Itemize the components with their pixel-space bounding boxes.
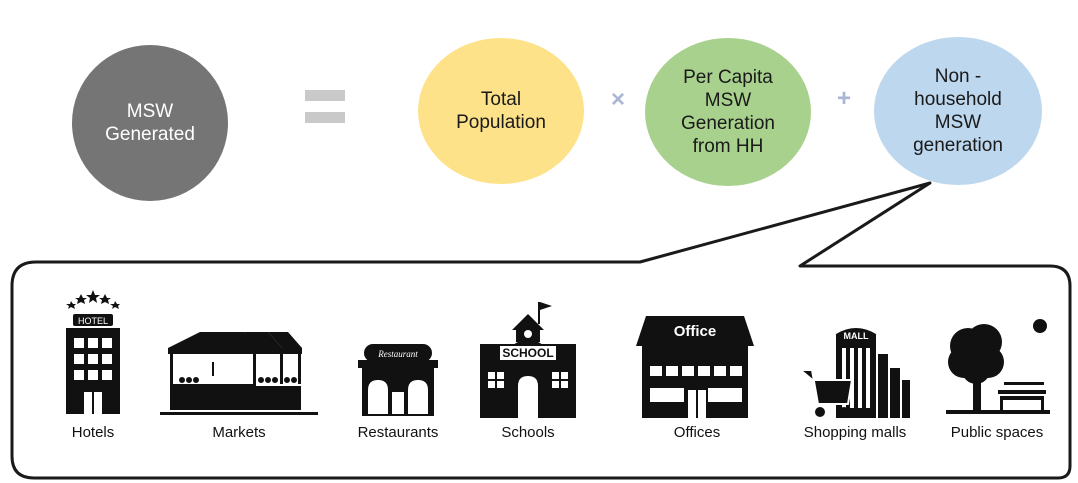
shopping-mall-icon: MALL (802, 328, 910, 418)
school-icon: SCHOOL (480, 302, 576, 418)
label-offices: Offices (673, 424, 721, 441)
multiply-sign: × (611, 86, 626, 113)
label-shopping-malls: Shopping malls (803, 424, 907, 441)
total-population-circle: Total Population (418, 38, 584, 184)
equals-bar-top (305, 90, 345, 101)
mall-sign-text: MALL (844, 331, 869, 341)
total-population-text: Total Population (456, 89, 546, 133)
label-markets: Markets (212, 424, 266, 441)
msw-generated-text: MSW Generated (105, 101, 195, 145)
label-restaurants: Restaurants (357, 424, 439, 441)
per-capita-circle: Per Capita MSW Generation from HH (645, 38, 811, 186)
plus-sign: + (837, 85, 852, 112)
per-capita-text: Per Capita MSW Generation from HH (680, 67, 775, 157)
label-public-spaces: Public spaces (950, 424, 1044, 441)
non-household-text: Non - household MSW generation (913, 66, 1003, 156)
office-sign-text: Office (674, 323, 717, 340)
hotel-icon: HOTEL (66, 290, 120, 414)
label-schools: Schools (501, 424, 555, 441)
office-icon: Office (636, 316, 754, 418)
restaurant-icon: Restaurant (358, 344, 438, 416)
msw-generated-circle: MSW Generated (72, 45, 228, 201)
equals-bar-bottom (305, 112, 345, 123)
school-sign-text: SCHOOL (502, 346, 553, 360)
market-icon (160, 332, 318, 415)
public-space-icon (946, 319, 1050, 414)
restaurant-sign-text: Restaurant (377, 349, 418, 359)
hotel-sign-text: HOTEL (78, 316, 108, 326)
label-hotels: Hotels (71, 424, 115, 441)
non-household-circle: Non - household MSW generation (874, 37, 1042, 185)
